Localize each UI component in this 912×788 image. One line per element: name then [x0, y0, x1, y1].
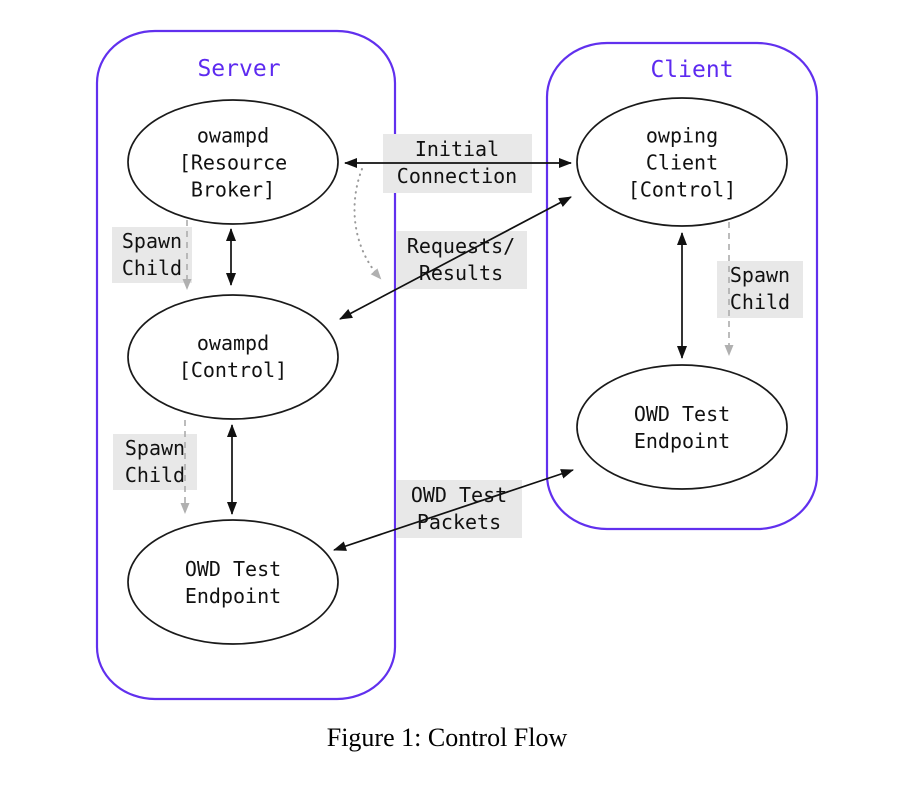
server-container-box	[95, 29, 397, 701]
server-spawn-child-lower-label-bg	[113, 434, 197, 490]
connection-handoff-dotted-curve	[353, 168, 382, 280]
server-control-node	[127, 294, 339, 420]
client-title: Client	[650, 57, 734, 83]
client-spawn-child-label-bg	[717, 261, 803, 318]
server-title: Server	[197, 56, 281, 82]
server-owd-endpoint-label: OWD Test Endpoint	[184, 557, 282, 608]
client-owping-node	[576, 97, 788, 227]
requests-results-label: Requests/ Results	[406, 234, 516, 285]
requests-results-arrow	[339, 196, 572, 320]
server-spawn-child-lower-label: Spawn Child	[124, 436, 186, 487]
server-owd-endpoint-node	[127, 519, 339, 645]
server-control-label: owampd [Control]	[178, 331, 288, 382]
server-spawn-child-upper-label: Spawn Child	[121, 229, 183, 280]
initial-connection-label: Initial Connection	[396, 137, 518, 188]
server-resource-broker-label: owampd [Resource Broker]	[178, 123, 288, 202]
client-owd-endpoint-label: OWD Test Endpoint	[633, 402, 731, 453]
figure-caption: Figure 1: Control Flow	[326, 723, 568, 752]
client-owping-label: owping Client [Control]	[627, 123, 737, 202]
client-spawn-child-label: Spawn Child	[729, 263, 791, 314]
client-owd-endpoint-node	[576, 364, 788, 490]
server-spawn-child-upper-label-bg	[112, 227, 192, 283]
owd-test-packets-arrow	[333, 469, 574, 551]
server-resource-broker-node	[127, 99, 339, 225]
owd-test-packets-label: OWD Test Packets	[410, 483, 508, 534]
